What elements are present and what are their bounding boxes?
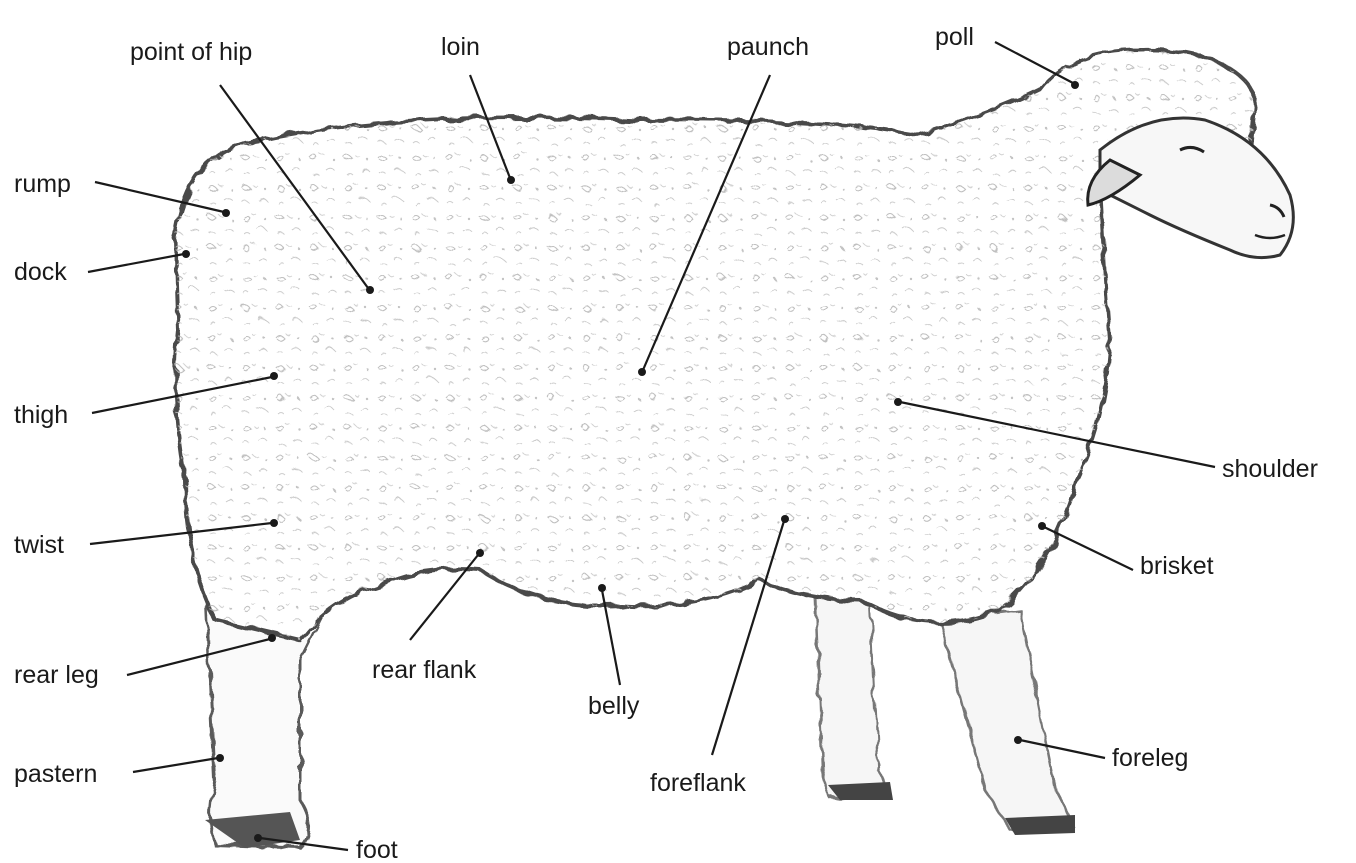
label-rear-leg: rear leg bbox=[14, 661, 99, 689]
dot-twist bbox=[270, 519, 278, 527]
label-twist: twist bbox=[14, 531, 64, 559]
label-shoulder: shoulder bbox=[1222, 455, 1318, 483]
dot-paunch bbox=[638, 368, 646, 376]
label-rump: rump bbox=[14, 170, 71, 198]
leader-dock bbox=[88, 254, 184, 272]
label-loin: loin bbox=[441, 33, 480, 61]
dot-dock bbox=[182, 250, 190, 258]
label-foreflank: foreflank bbox=[650, 769, 746, 797]
dot-shoulder bbox=[894, 398, 902, 406]
label-thigh: thigh bbox=[14, 401, 68, 429]
dot-rear-flank bbox=[476, 549, 484, 557]
label-dock: dock bbox=[14, 258, 67, 286]
foreleg-right-shape bbox=[940, 610, 1075, 830]
dot-rear-leg bbox=[268, 634, 276, 642]
foreleg-left-shape bbox=[815, 590, 890, 798]
dot-foreflank bbox=[781, 515, 789, 523]
dot-poll bbox=[1071, 81, 1079, 89]
dot-thigh bbox=[270, 372, 278, 380]
label-point-of-hip: point of hip bbox=[130, 38, 252, 66]
dot-brisket bbox=[1038, 522, 1046, 530]
label-belly: belly bbox=[588, 692, 640, 720]
label-foot: foot bbox=[356, 836, 398, 863]
dot-foot bbox=[254, 834, 262, 842]
dot-foreleg bbox=[1014, 736, 1022, 744]
label-rear-flank: rear flank bbox=[372, 656, 477, 684]
dot-pastern bbox=[216, 754, 224, 762]
leader-poll bbox=[995, 42, 1073, 83]
label-brisket: brisket bbox=[1140, 552, 1214, 580]
leader-pastern bbox=[133, 758, 218, 772]
leader-brisket bbox=[1044, 527, 1133, 570]
dot-loin bbox=[507, 176, 515, 184]
dot-rump bbox=[222, 209, 230, 217]
dot-belly bbox=[598, 584, 606, 592]
label-paunch: paunch bbox=[727, 33, 809, 61]
label-foreleg: foreleg bbox=[1112, 744, 1188, 772]
label-poll: poll bbox=[935, 23, 974, 51]
dot-point-of-hip bbox=[366, 286, 374, 294]
label-pastern: pastern bbox=[14, 760, 97, 788]
